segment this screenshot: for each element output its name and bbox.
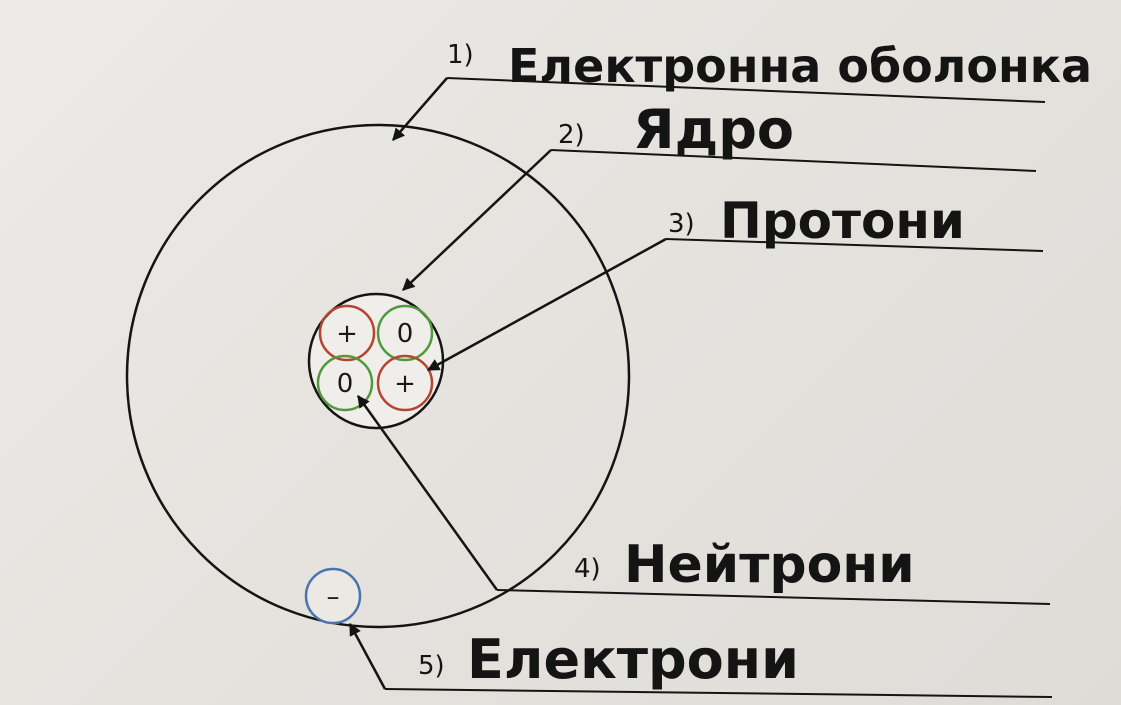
label-text: Нейтрони xyxy=(624,535,915,595)
proton-bottom-right: + xyxy=(376,354,434,412)
underline-1 xyxy=(446,77,1046,103)
label-neutrons: 4) Нейтрони xyxy=(574,535,915,595)
label-text: Електрони xyxy=(467,628,799,691)
arrow-electron-shell xyxy=(392,77,448,141)
label-number: 1) xyxy=(447,40,474,70)
underline-2 xyxy=(550,149,1037,172)
neutron-sign: 0 xyxy=(337,369,354,399)
neutron-sign: 0 xyxy=(397,319,414,349)
proton-sign: + xyxy=(336,319,358,349)
neutron-top-right: 0 xyxy=(376,304,434,362)
label-text: Ядро xyxy=(633,98,794,161)
arrow-electrons xyxy=(348,622,387,690)
underline-3 xyxy=(665,238,1044,252)
label-text: Електронна оболонка xyxy=(508,39,1092,93)
label-protons: 3) Протони xyxy=(668,192,965,250)
label-number: 3) xyxy=(668,209,695,239)
arrow-nucleus xyxy=(402,149,552,291)
label-electron-shell: 1) Електронна оболонка xyxy=(447,39,1092,93)
proton-sign: + xyxy=(394,369,416,399)
neutron-bottom-left: 0 xyxy=(316,354,374,412)
arrow-neutrons xyxy=(356,394,499,591)
label-electrons: 5) Електрони xyxy=(418,628,799,691)
underline-4 xyxy=(496,589,1051,605)
label-nucleus: 2) Ядро xyxy=(558,98,794,161)
label-number: 4) xyxy=(574,554,601,584)
electron-shell-orbit xyxy=(125,123,631,629)
electron-sign: – xyxy=(327,582,340,612)
electron-particle: – xyxy=(304,567,362,625)
underline-5 xyxy=(384,688,1053,698)
label-number: 2) xyxy=(558,120,585,150)
label-number: 5) xyxy=(418,651,445,681)
arrow-protons xyxy=(426,237,667,372)
proton-top-left: + xyxy=(318,304,376,362)
label-text: Протони xyxy=(720,192,965,250)
